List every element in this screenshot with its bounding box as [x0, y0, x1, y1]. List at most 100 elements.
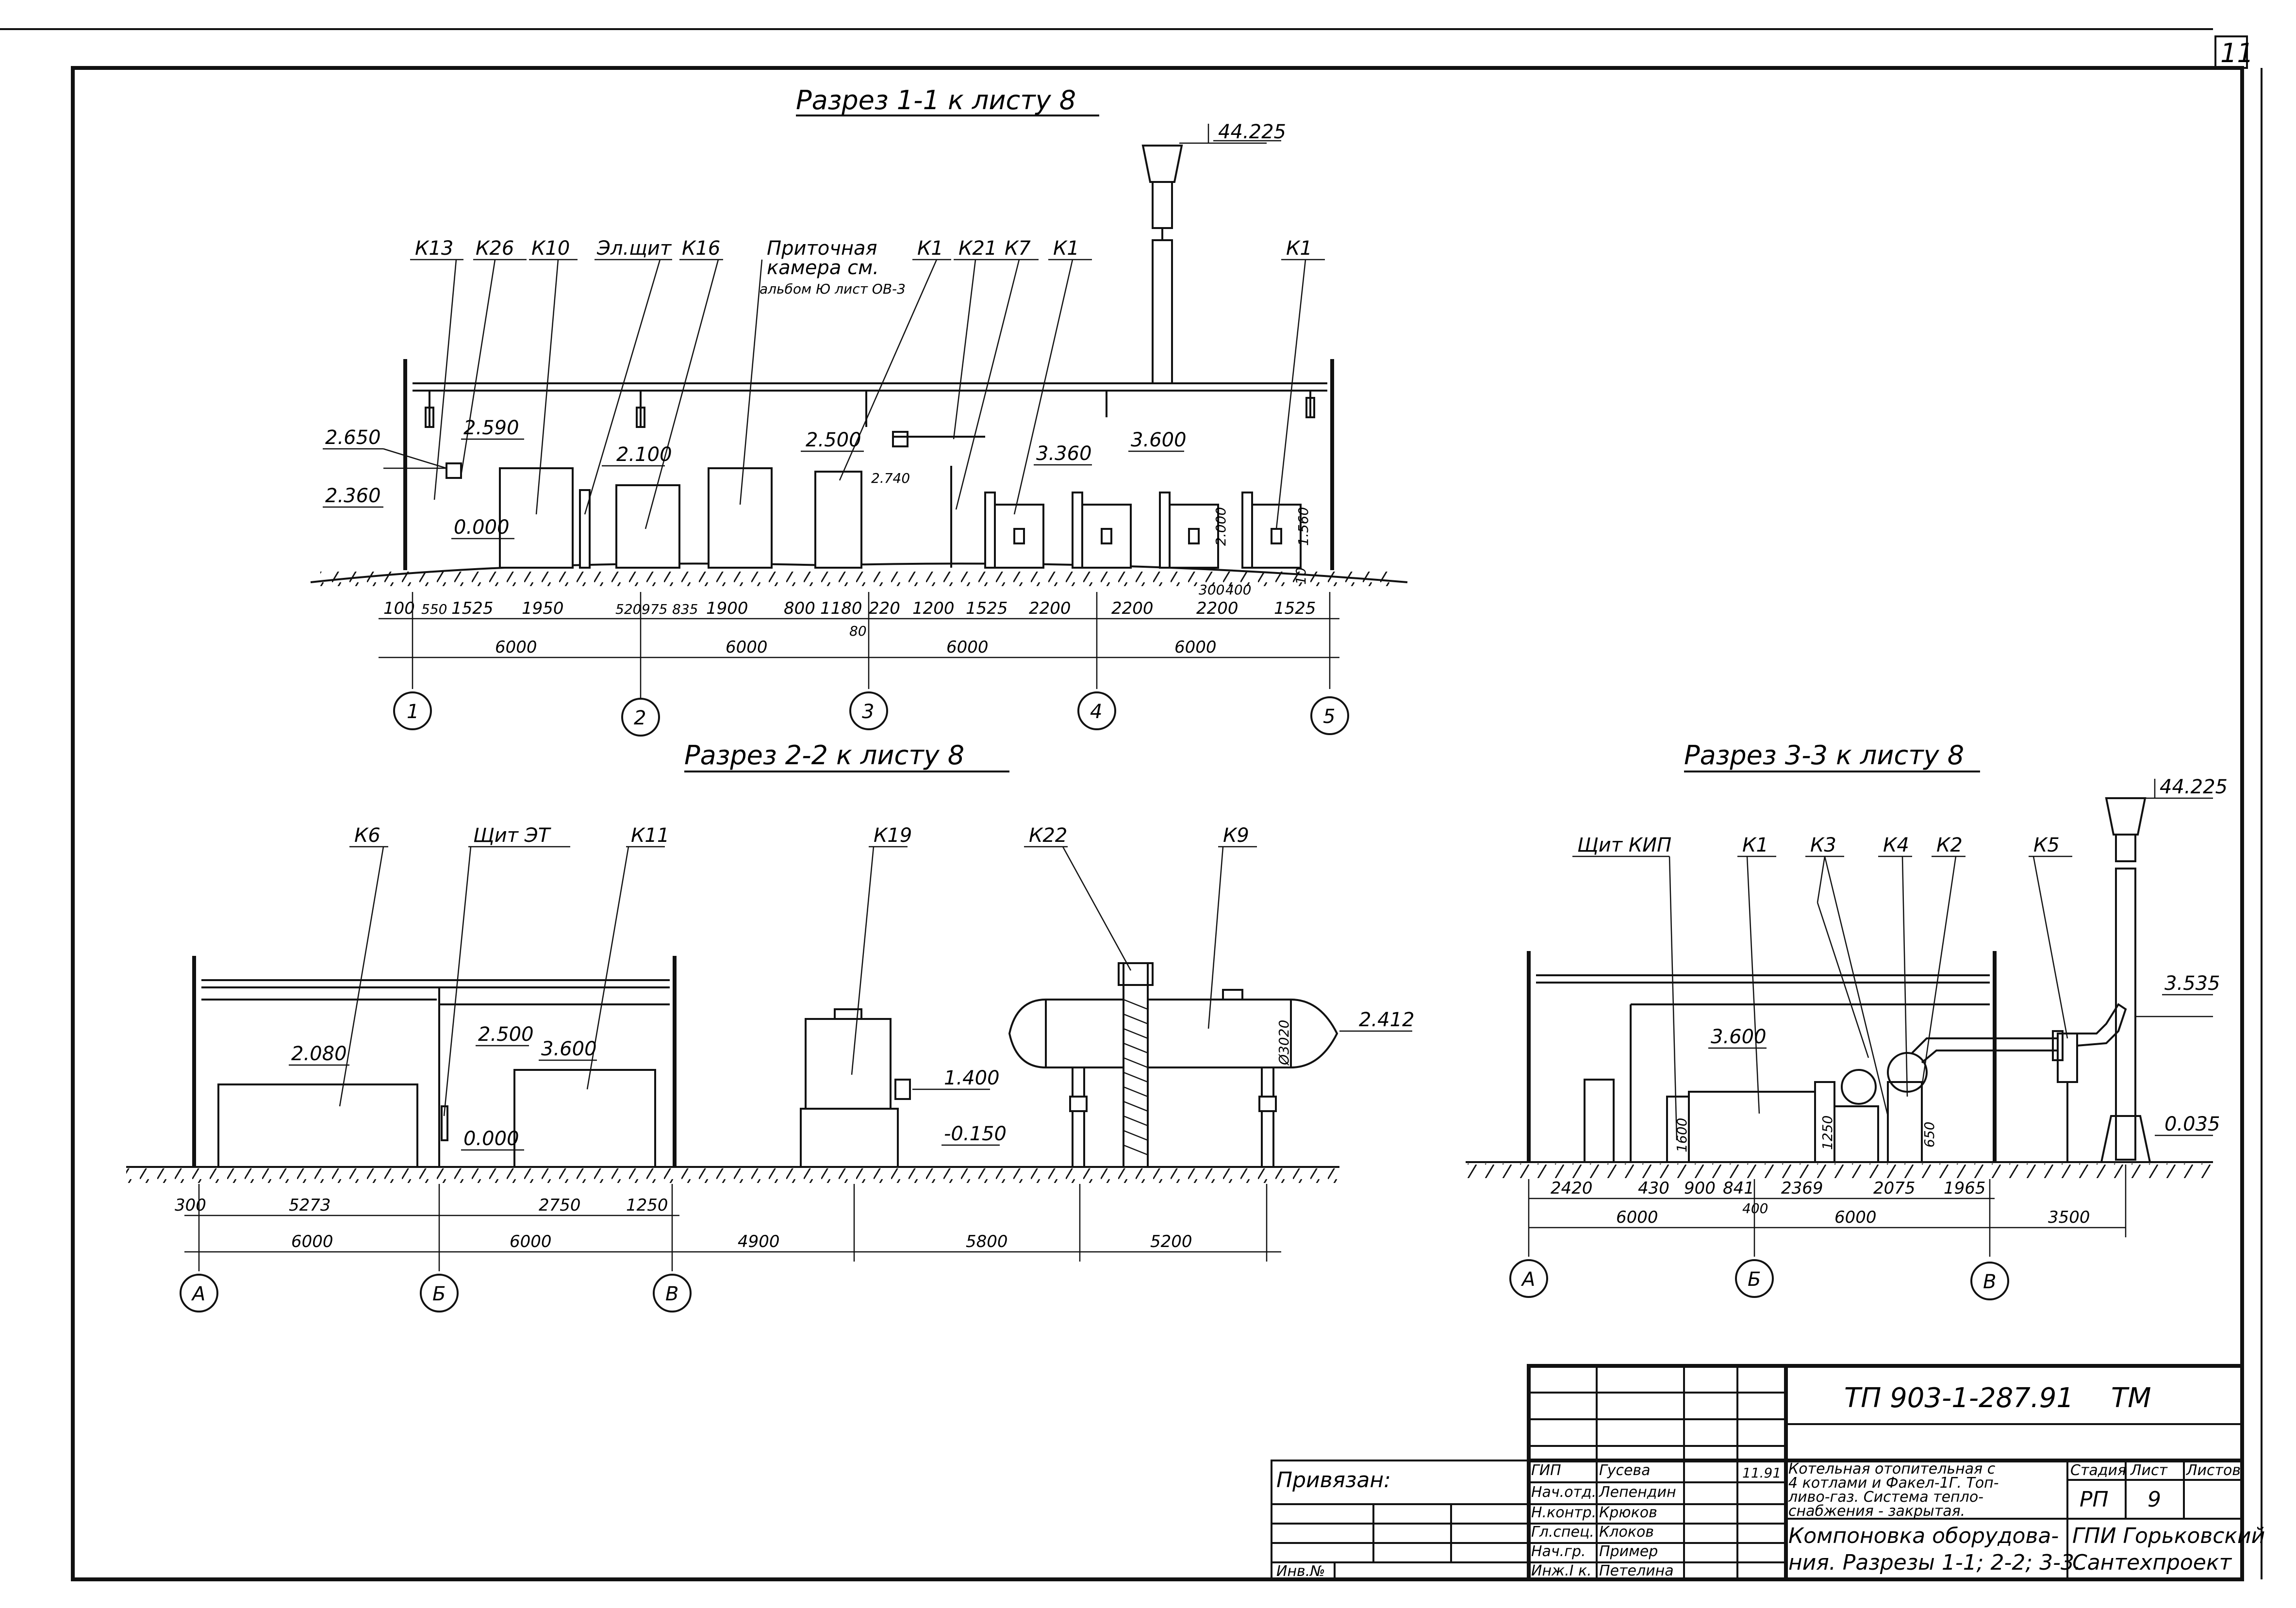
dim-841: 841 — [1723, 1179, 1754, 1198]
name-guseva: Гусева — [1599, 1462, 1650, 1479]
dim-1250: 1250 — [626, 1196, 668, 1215]
dim-6000-b: 6000 — [726, 638, 768, 657]
inv-no-label: Инв.№ — [1276, 1563, 1325, 1580]
elev-3535: 3.535 — [2164, 972, 2220, 995]
document-mark: ТМ — [2111, 1382, 2151, 1414]
sign-date: 11.91 — [1742, 1465, 1781, 1481]
dim-1180: 1180 — [820, 599, 862, 618]
dim-2200-c: 2200 — [1196, 599, 1239, 618]
label-k10: К10 — [531, 237, 570, 260]
dim-430: 430 — [1638, 1179, 1669, 1198]
dim-6000-a-s3: 6000 — [1616, 1208, 1658, 1227]
axis-b-s2: Б — [432, 1283, 446, 1305]
dim-1900: 1900 — [706, 599, 748, 618]
axis-2: 2 — [634, 707, 646, 729]
axis-5: 5 — [1323, 706, 1335, 728]
dim-520: 520 — [615, 601, 641, 617]
project-desc-4: снабжения - закрытая. — [1788, 1503, 1965, 1520]
boiler-4 — [1241, 492, 1302, 569]
label-k13: К13 — [415, 237, 453, 260]
elev-m0150: -0.150 — [944, 1123, 1007, 1145]
label-k1-b: К1 — [1053, 237, 1079, 260]
elev-3600-s3: 3.600 — [1711, 1026, 1767, 1048]
elev-2080: 2.080 — [291, 1043, 347, 1065]
label-albom: альбом Ю лист ОВ-3 — [760, 281, 906, 297]
label-kamera: камера см. — [767, 257, 879, 279]
dim-100: 100 — [383, 599, 415, 618]
dim-2369: 2369 — [1781, 1179, 1823, 1198]
dim-300: 300 — [1199, 582, 1224, 598]
label-k2: К2 — [1936, 834, 1963, 856]
label-k6: К6 — [354, 824, 380, 847]
height-1250: 1250 — [1819, 1116, 1835, 1150]
label-pritochnaya: Приточная — [767, 237, 877, 260]
sheet-desc-1: Компоновка оборудова- — [1788, 1524, 2059, 1548]
dim-4900: 4900 — [738, 1232, 780, 1251]
boiler-3 — [1159, 492, 1219, 569]
dim-1965: 1965 — [1944, 1179, 1986, 1198]
label-k4: К4 — [1883, 834, 1909, 856]
dim-2075: 2075 — [1873, 1179, 1916, 1198]
dim-400: 400 — [1225, 582, 1251, 598]
dim-5273: 5273 — [289, 1196, 331, 1215]
label-shchit-kip: Щит КИП — [1577, 834, 1671, 856]
dim-220: 220 — [869, 599, 900, 618]
dim-1200: 1200 — [912, 599, 955, 618]
dim-6000-d: 6000 — [1174, 638, 1217, 657]
org-line-1: ГПИ Горьковский — [2072, 1524, 2265, 1548]
head-stage: Стадия — [2070, 1462, 2126, 1479]
dim-1525-a: 1525 — [451, 599, 494, 618]
section-3-3: Разрез 3-3 к листу 8 44.225 Щит К — [1466, 740, 2228, 1300]
sheet-number: 11 — [2220, 38, 2254, 68]
label-k1-c: К1 — [1286, 237, 1312, 260]
role-n-kontr: Н.контр. — [1531, 1504, 1596, 1521]
elev-44225-s1: 44.225 — [1218, 121, 1286, 143]
head-sheets: Листов — [2186, 1462, 2241, 1479]
project-desc-3: ливо-газ. Система тепло- — [1788, 1489, 1983, 1506]
dim-6000-b: 6000 — [510, 1232, 552, 1251]
elev-2360: 2.360 — [325, 485, 381, 507]
elev-0000-s2: 0.000 — [463, 1128, 519, 1150]
dim-835: 835 — [672, 601, 698, 617]
role-nach-otd: Нач.отд. — [1531, 1484, 1596, 1501]
sheet-frame: 11 — [0, 28, 2263, 1581]
sheet-value: 9 — [2147, 1487, 2161, 1512]
label-k3: К3 — [1810, 834, 1836, 856]
label-k16: К16 — [682, 237, 720, 260]
elev-1400: 1.400 — [944, 1067, 1000, 1089]
dim-2200-a: 2200 — [1029, 599, 1071, 618]
project-desc-1: Котельная отопительная с — [1788, 1460, 1996, 1477]
label-k1-a: К1 — [917, 237, 943, 260]
section-1-1: Разрез 1-1 к листу 8 44.225 — [310, 85, 1408, 737]
elev-2650: 2.650 — [325, 427, 381, 449]
dim-300: 300 — [175, 1196, 206, 1215]
label-k11: К11 — [631, 824, 669, 847]
name-kryukov: Крюков — [1599, 1504, 1657, 1521]
label-el-shchit: Эл.щит — [596, 237, 672, 260]
elev-2500: 2.500 — [806, 429, 861, 451]
name-primer: Пример — [1599, 1543, 1658, 1560]
axis-a-s2: А — [191, 1283, 205, 1305]
elev-2000: 2.000 — [1213, 507, 1229, 546]
dim-975: 975 — [642, 601, 667, 617]
org-line-2: Сантехпроект — [2072, 1550, 2232, 1575]
axis-3: 3 — [862, 701, 874, 723]
label-k1-s3: К1 — [1742, 834, 1768, 856]
dim-5800: 5800 — [966, 1232, 1008, 1251]
dim-550: 550 — [421, 601, 447, 617]
dim-3500: 3500 — [2048, 1208, 2090, 1227]
dim-1525-c: 1525 — [1274, 599, 1316, 618]
elev-0035: 0.035 — [2164, 1113, 2220, 1135]
title-block: Привязан: Инв.№ ТП 903-1-287.91 ТМ ГИП Н… — [1271, 1364, 2265, 1581]
boiler-1 — [984, 492, 1044, 569]
role-gip: ГИП — [1531, 1462, 1561, 1479]
dim-2420: 2420 — [1551, 1179, 1593, 1198]
dim-10: 10 — [1293, 567, 1309, 585]
boiler-2 — [1072, 492, 1132, 569]
label-k22: К22 — [1029, 824, 1067, 847]
dim-1525-b: 1525 — [966, 599, 1008, 618]
dim-6000-c: 6000 — [946, 638, 989, 657]
dim-900: 900 — [1684, 1179, 1716, 1198]
elev-0000-s1: 0.000 — [454, 516, 510, 539]
